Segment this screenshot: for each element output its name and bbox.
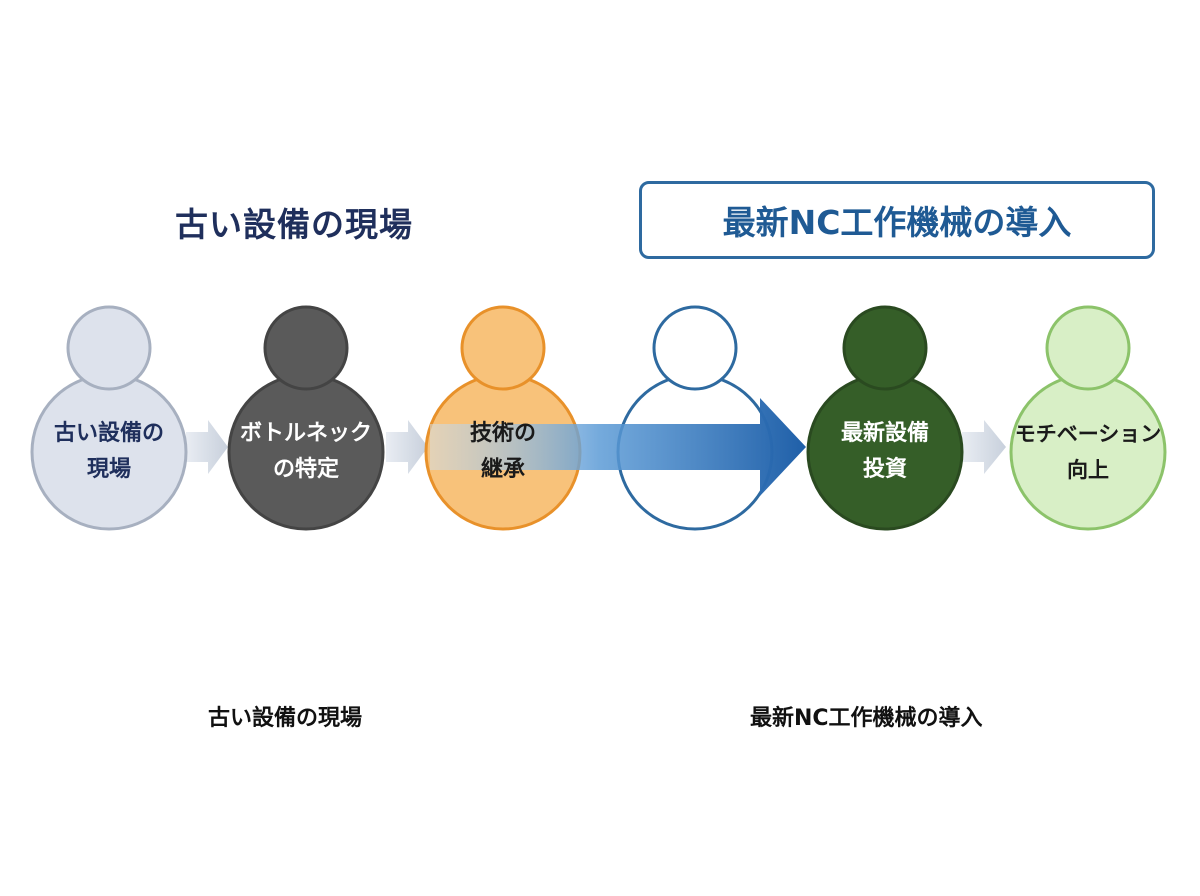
step-label-2: ボトルネックの特定 — [239, 421, 372, 482]
arrow-icon — [962, 420, 1006, 474]
heading-old-equipment: 古い設備の現場 — [175, 205, 413, 244]
arrow-icon — [386, 420, 428, 474]
person-icon-6 — [1009, 305, 1167, 531]
step-label-6: モチベーション向上 — [1014, 422, 1162, 482]
step-label-5: 最新設備投資 — [840, 421, 929, 482]
heading-new-nc-box: 最新NC工作機械の導入 — [639, 181, 1155, 259]
person-icon-5 — [806, 305, 964, 531]
footer-left: 古い設備の現場 — [208, 706, 363, 731]
step-label-3: 技術の継承 — [469, 421, 536, 482]
person-icon-2 — [227, 305, 385, 531]
step-label-1: 古い設備の現場 — [53, 421, 164, 482]
arrow-icon — [186, 420, 228, 474]
person-icon-4 — [616, 305, 774, 531]
footer-right: 最新NC工作機械の導入 — [750, 706, 983, 731]
heading-new-nc: 最新NC工作機械の導入 — [722, 203, 1072, 242]
big-arrow-icon — [430, 398, 806, 496]
person-icon-1 — [30, 305, 188, 531]
